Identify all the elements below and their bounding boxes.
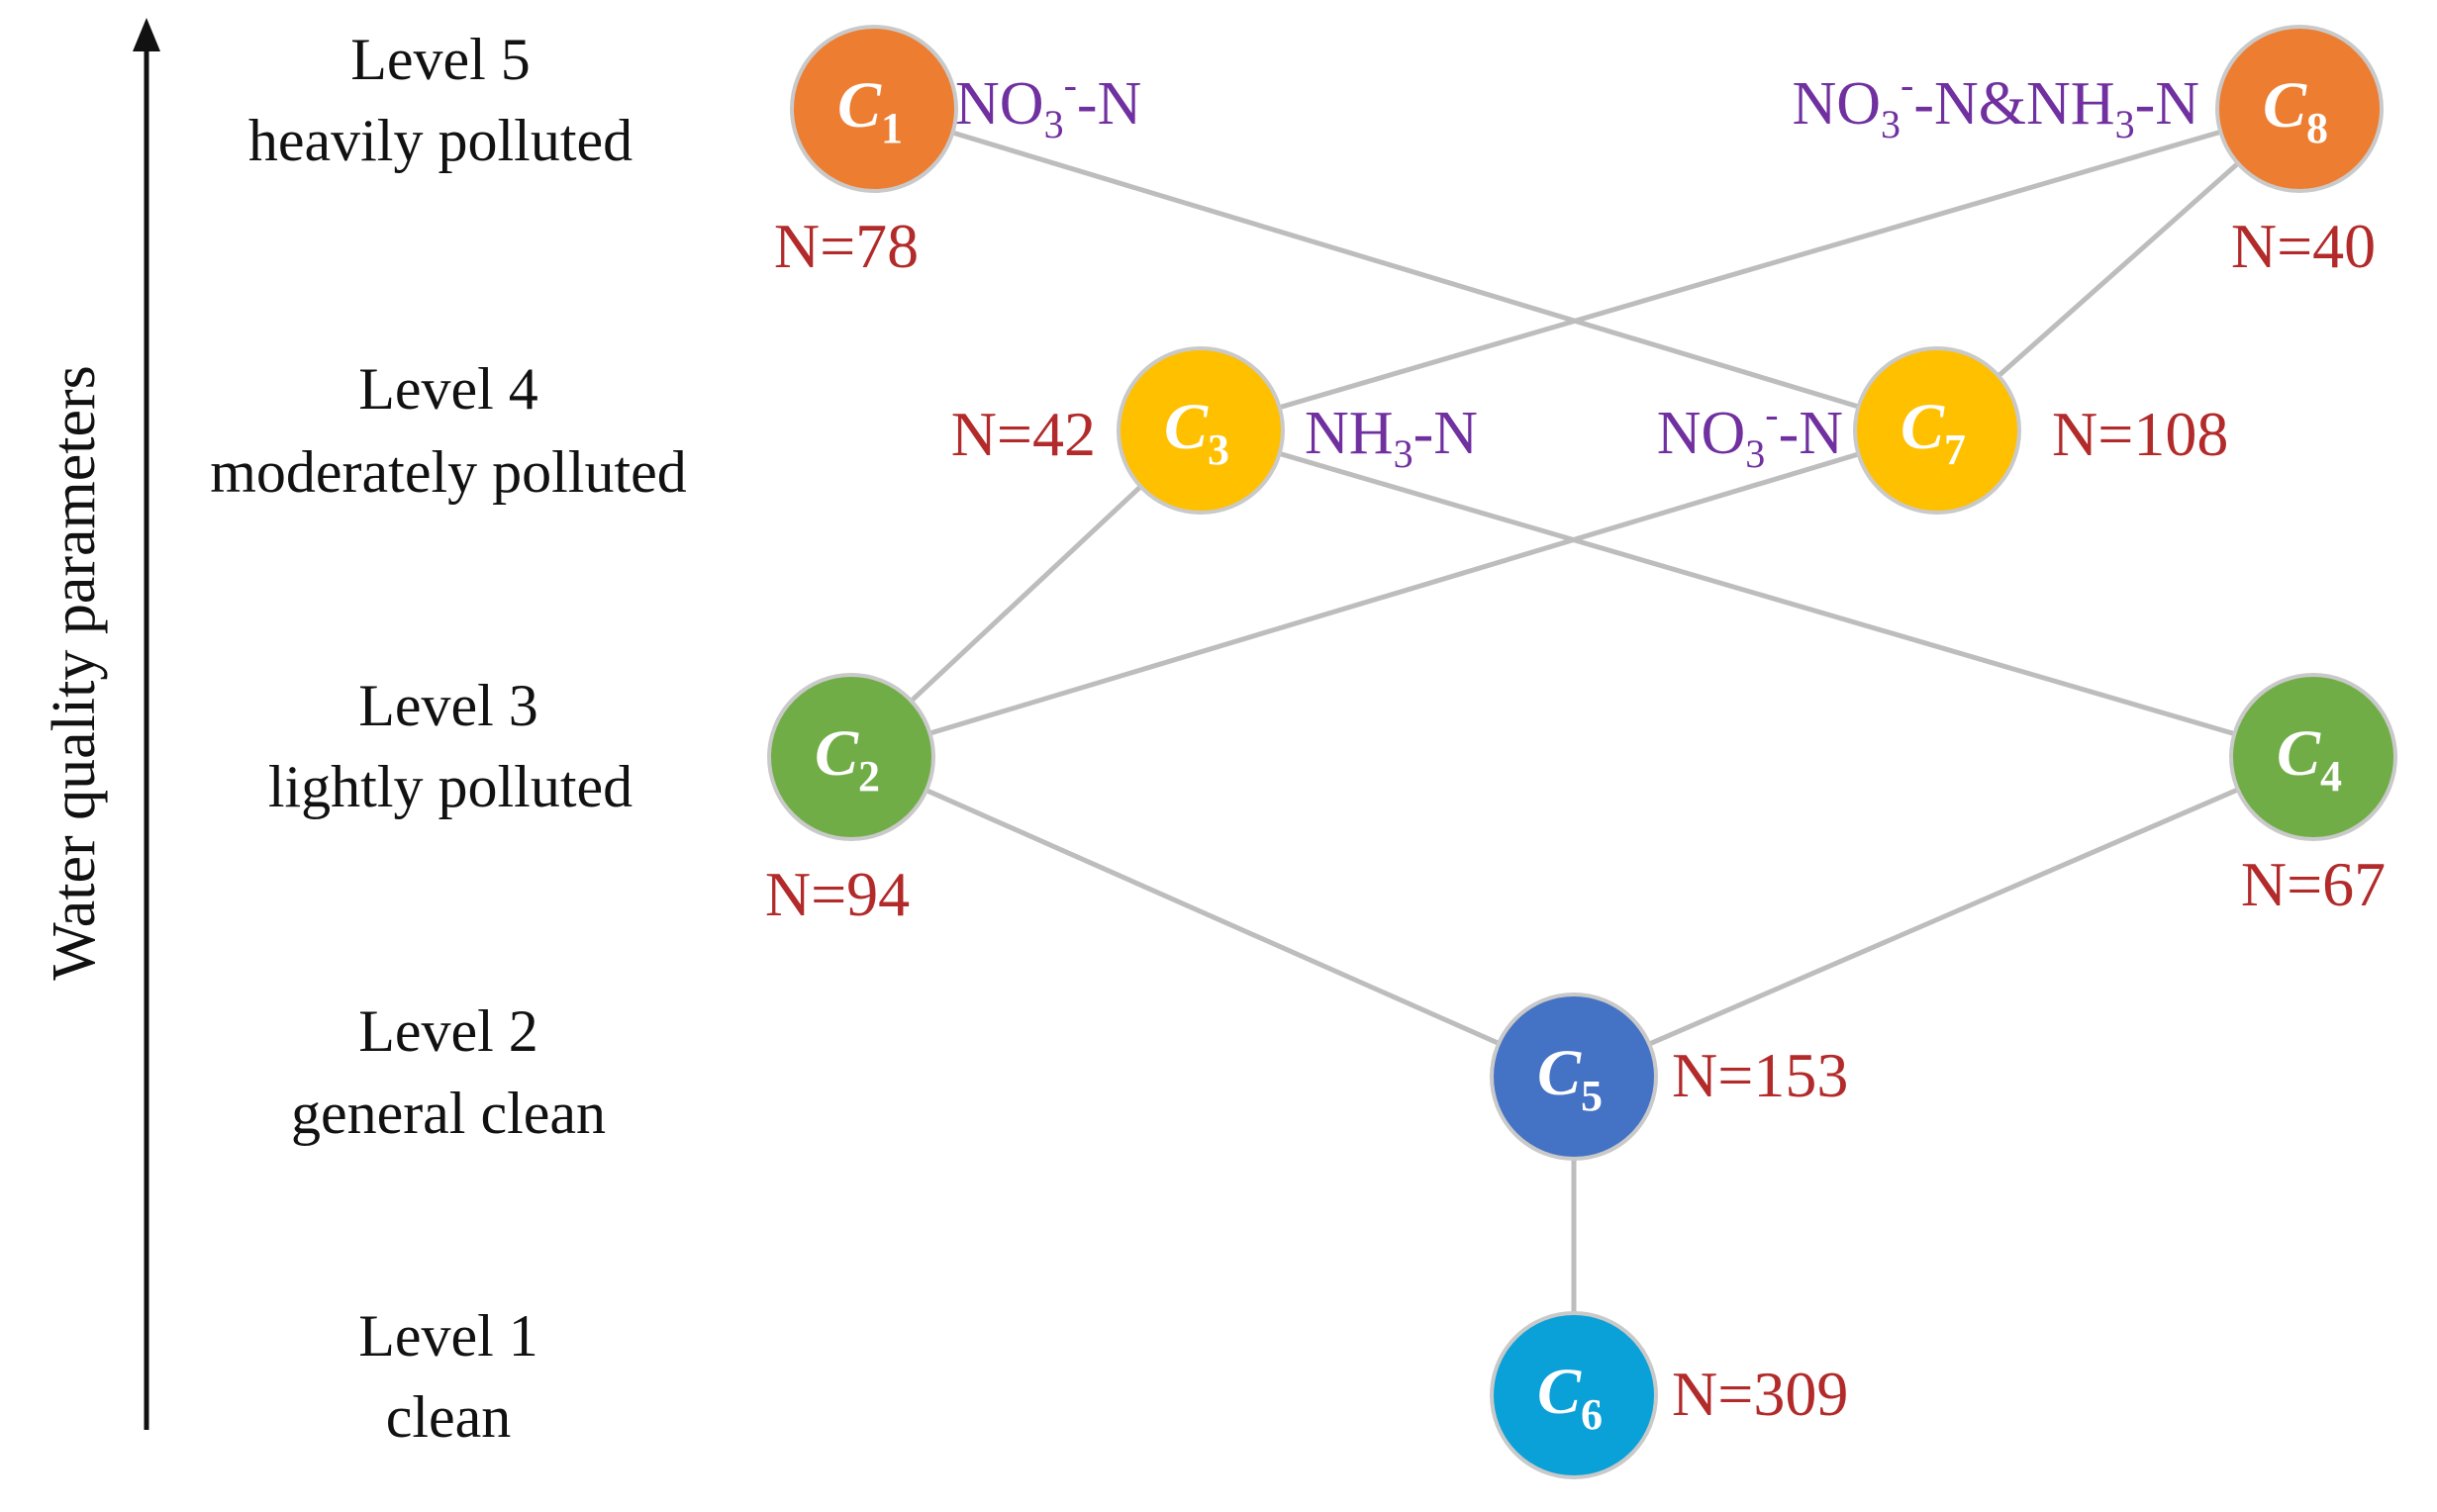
node-count-c3: N=42: [951, 399, 1096, 469]
node-circle-c4: [2229, 673, 2397, 841]
level-2-title: Level 2: [358, 998, 538, 1064]
axis-label: Water quality parameters: [41, 365, 108, 981]
node-letter: C: [815, 717, 859, 790]
param-c1-part-b: -N: [1077, 70, 1141, 138]
param-c8-part-c: -N: [2135, 70, 2199, 138]
node-label-c4: C4: [2277, 717, 2342, 801]
node-letter: C: [2263, 69, 2307, 142]
param-c7-part-b: -N: [1779, 400, 1843, 467]
node-letter: C: [1537, 1356, 1582, 1428]
level-5-desc: heavily polluted: [248, 108, 633, 173]
node-count-c7: N=108: [2052, 399, 2228, 469]
node-label-c8: C8: [2263, 69, 2328, 152]
level-5-title: Level 5: [350, 27, 531, 92]
node-count-c6: N=309: [1672, 1359, 1848, 1429]
param-label-c1: NO3--N: [955, 62, 1141, 146]
node-circle-c2: [767, 673, 935, 841]
level-4-title: Level 4: [358, 356, 538, 422]
node-c7: C7: [1853, 346, 2021, 515]
node-label-c2: C2: [815, 717, 880, 801]
edge-c3-c4: [1200, 427, 2314, 760]
level-3-title: Level 3: [358, 673, 538, 738]
node-count-c8: N=40: [2231, 211, 2376, 281]
edge-c4-c5: [1573, 754, 2314, 1080]
param-c3-part-b: -N: [1413, 400, 1478, 467]
node-letter: C: [2277, 717, 2321, 790]
edge-c1-c7: [873, 106, 1938, 433]
param-c8-part-b: -N&NH: [1913, 70, 2114, 138]
param-c3-sub: 3: [1394, 431, 1413, 476]
node-circle-c5: [1490, 992, 1658, 1161]
edges: [849, 106, 2314, 1395]
axis-arrowhead-icon: [133, 18, 160, 51]
axis: Water quality parameters: [41, 18, 160, 1430]
node-c4: C4: [2229, 673, 2397, 841]
level-1-desc: clean: [386, 1384, 512, 1450]
node-c2: C2: [767, 673, 935, 841]
level-4-desc: moderately polluted: [210, 439, 687, 505]
node-label-c7: C7: [1901, 391, 1966, 474]
param-c7-sup: -: [1765, 392, 1778, 436]
node-c6: C6: [1490, 1311, 1658, 1479]
level-2-desc: general clean: [291, 1081, 606, 1146]
param-c1-part-a: NO: [955, 70, 1044, 138]
param-c8-sub1: 3: [1881, 102, 1901, 146]
node-letter: C: [1901, 391, 1945, 463]
node-subscript: 5: [1581, 1072, 1603, 1120]
param-c7-sub: 3: [1745, 431, 1765, 476]
node-count-c2: N=94: [765, 859, 910, 929]
node-count-c4: N=67: [2241, 849, 2386, 919]
node-letter: C: [837, 69, 882, 142]
node-count-c1: N=78: [774, 211, 919, 281]
edge-c8-c3: [1200, 106, 2300, 433]
level-1-title: Level 1: [358, 1303, 538, 1369]
node-circle-c1: [790, 25, 958, 193]
node-subscript: 7: [1944, 425, 1966, 474]
param-label-c7: NO3--N: [1657, 392, 1843, 476]
param-label-c3: NH3-N: [1305, 400, 1478, 476]
node-letter: C: [1537, 1037, 1582, 1109]
node-c8: C8: [2215, 25, 2384, 193]
node-circle-c7: [1853, 346, 2021, 515]
node-label-c6: C6: [1537, 1356, 1603, 1439]
edge-c7-c2: [850, 427, 1938, 760]
node-subscript: 8: [2306, 104, 2328, 152]
param-c7-part-a: NO: [1657, 400, 1746, 467]
node-letter: C: [1164, 391, 1209, 463]
param-c8-sub2: 3: [2115, 102, 2135, 146]
edge-c2-c5: [849, 754, 1576, 1080]
node-subscript: 4: [2320, 752, 2342, 801]
param-c8-part-a: NO: [1792, 70, 1881, 138]
param-label-c8: NO3--N&NH3-N: [1792, 62, 2199, 146]
node-label-c3: C3: [1164, 391, 1229, 474]
node-c3: C3: [1117, 346, 1285, 515]
node-subscript: 2: [858, 752, 880, 801]
param-c1-sup: -: [1064, 62, 1077, 107]
level-3-desc: lightly polluted: [268, 754, 633, 819]
node-subscript: 6: [1581, 1390, 1603, 1439]
param-c3-part-a: NH: [1305, 400, 1394, 467]
node-circle-c3: [1117, 346, 1285, 515]
level-labels: Level 5 heavily polluted Level 4 moderat…: [210, 27, 687, 1450]
node-subscript: 1: [881, 104, 903, 152]
param-c1-sub: 3: [1044, 102, 1064, 146]
parameter-labels: NO3--N NO3--N&NH3-N NH3-N NO3--N: [955, 62, 2199, 476]
node-c5: C5: [1490, 992, 1658, 1161]
node-subscript: 3: [1208, 425, 1229, 474]
param-c8-sup: -: [1901, 62, 1913, 107]
node-circle-c8: [2215, 25, 2384, 193]
node-circle-c6: [1490, 1311, 1658, 1479]
node-c1: C1: [790, 25, 958, 193]
node-label-c5: C5: [1537, 1037, 1603, 1120]
node-count-c5: N=153: [1672, 1040, 1848, 1110]
node-label-c1: C1: [837, 69, 903, 152]
